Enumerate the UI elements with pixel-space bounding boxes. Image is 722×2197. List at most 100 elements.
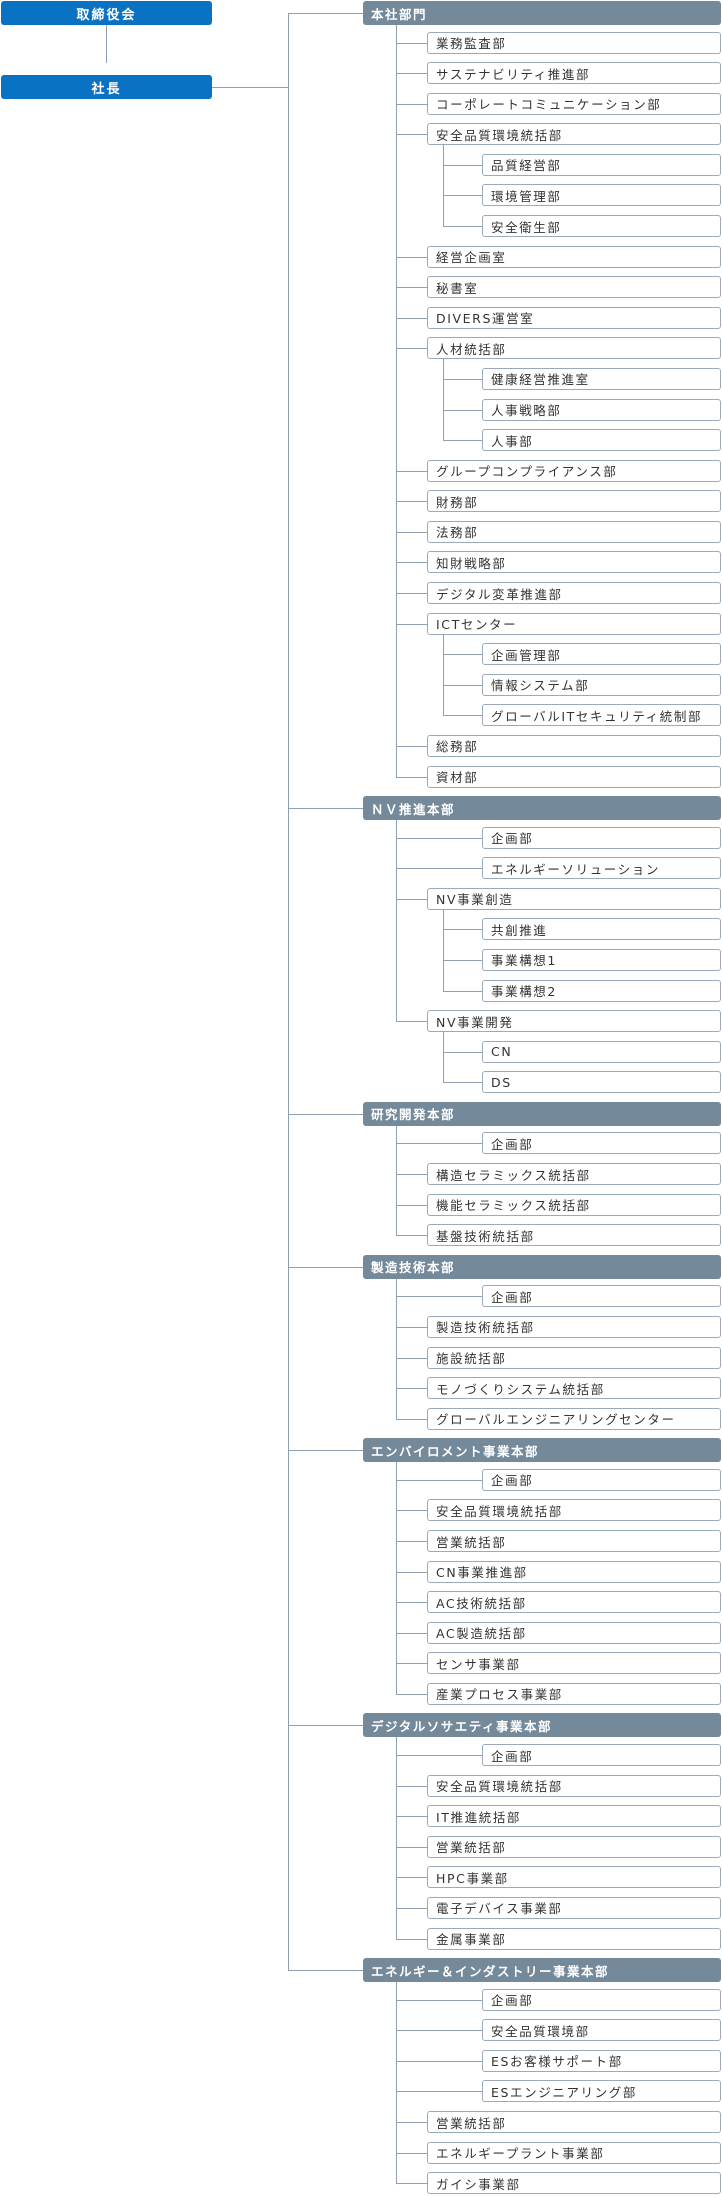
department-box[interactable]: DIVERS運営室 <box>427 306 721 329</box>
department-box[interactable]: 企画部 <box>482 1744 721 1767</box>
department-box[interactable]: HPC事業部 <box>427 1866 721 1889</box>
department-box[interactable]: NV事業創造 <box>427 887 721 910</box>
section-header[interactable]: ＮＶ推進本部 <box>363 796 721 821</box>
department-box[interactable]: 企画部 <box>482 826 721 849</box>
sub-department-box[interactable]: 共創推進 <box>482 918 721 941</box>
branch-connector <box>396 623 427 625</box>
department-box[interactable]: 企画部 <box>482 1132 721 1155</box>
section-connector <box>288 1113 363 1115</box>
branch-connector <box>396 1602 427 1604</box>
section-header[interactable]: 本社部門 <box>363 1 721 25</box>
sub-department-box[interactable]: 企画管理部 <box>482 643 721 666</box>
department-box[interactable]: 秘書室 <box>427 276 721 299</box>
sub-department-box[interactable]: 人事部 <box>482 429 721 452</box>
department-box[interactable]: 営業統括部 <box>427 1530 721 1552</box>
department-box[interactable]: 産業プロセス事業部 <box>427 1682 721 1705</box>
department-box[interactable]: 安全品質環境部 <box>482 2019 721 2042</box>
department-box[interactable]: 財務部 <box>427 490 721 513</box>
branch-connector <box>396 1143 482 1145</box>
section-header[interactable]: 製造技術本部 <box>363 1254 721 1279</box>
department-box[interactable]: 営業統括部 <box>427 2111 721 2134</box>
department-box[interactable]: 基盤技術統括部 <box>427 1224 721 1247</box>
sub-department-box[interactable]: 情報システム部 <box>482 673 721 696</box>
department-box[interactable]: 人材統括部 <box>427 337 721 360</box>
sub-trunk-connector <box>443 908 444 991</box>
board-of-directors-box[interactable]: 取締役会 <box>1 1 212 25</box>
department-box[interactable]: ESエンジニアリング部 <box>482 2080 721 2103</box>
branch-connector <box>396 1021 427 1023</box>
department-box[interactable]: 知財戦略部 <box>427 551 721 574</box>
sub-branch-connector <box>443 226 482 228</box>
department-box[interactable]: AC製造統括部 <box>427 1621 721 1644</box>
president-box[interactable]: 社長 <box>1 75 212 99</box>
main-trunk-connector <box>288 13 289 1972</box>
sub-department-box[interactable]: 事業構想2 <box>482 979 721 1002</box>
department-box[interactable]: デジタル変革推進部 <box>427 582 721 605</box>
department-box[interactable]: 機能セラミックス統括部 <box>427 1193 721 1216</box>
sub-trunk-connector <box>443 633 444 716</box>
branch-connector <box>396 1907 427 1909</box>
department-box[interactable]: 企画部 <box>482 1988 721 2011</box>
department-box[interactable]: 総務部 <box>427 734 721 757</box>
branch-connector <box>396 1816 427 1818</box>
sub-department-box[interactable]: DS <box>482 1071 721 1094</box>
section-header[interactable]: デジタルソサエティ事業本部 <box>363 1713 721 1738</box>
department-box[interactable]: エネルギーソリューション <box>482 857 721 880</box>
branch-connector <box>396 745 427 747</box>
section-header[interactable]: エンバイロメント事業本部 <box>363 1438 721 1463</box>
department-box[interactable]: IT推進統括部 <box>427 1805 721 1828</box>
sub-department-box[interactable]: 品質経営部 <box>482 153 721 176</box>
department-box[interactable]: センサ事業部 <box>427 1652 721 1675</box>
department-box[interactable]: モノづくりシステム統括部 <box>427 1377 721 1400</box>
department-box[interactable]: ESお客様サポート部 <box>482 2049 721 2072</box>
department-box[interactable]: ICTセンター <box>427 612 721 635</box>
sub-department-box[interactable]: 安全衛生部 <box>482 215 721 238</box>
department-box[interactable]: 製造技術統括部 <box>427 1315 721 1338</box>
department-box[interactable]: 金属事業部 <box>427 1927 721 1950</box>
department-box[interactable]: 構造セラミックス統括部 <box>427 1163 721 1186</box>
branch-connector <box>396 2183 427 2185</box>
department-box[interactable]: コーポレートコミュニケーション部 <box>427 92 721 115</box>
branch-connector <box>396 1571 427 1573</box>
sub-branch-connector <box>443 409 482 411</box>
department-box[interactable]: サステナビリティ推進部 <box>427 62 721 85</box>
department-box[interactable]: 安全品質環境統括部 <box>427 1774 721 1797</box>
department-box[interactable]: 安全品質環境統括部 <box>427 123 721 146</box>
branch-connector <box>396 1663 427 1665</box>
sub-department-box[interactable]: CN <box>482 1040 721 1063</box>
section-header[interactable]: エネルギー＆インダストリー事業本部 <box>363 1958 721 1983</box>
department-box[interactable]: 資材部 <box>427 765 721 788</box>
branch-connector <box>396 1510 427 1512</box>
branch-connector <box>396 42 427 44</box>
department-box[interactable]: 企画部 <box>482 1285 721 1308</box>
branch-connector <box>396 1388 427 1390</box>
department-box[interactable]: 業務監査部 <box>427 31 721 54</box>
department-box[interactable]: グローバルエンジニアリングセンター <box>427 1407 721 1430</box>
department-box[interactable]: エネルギープラント事業部 <box>427 2141 721 2164</box>
branch-connector <box>396 531 427 533</box>
branch-connector <box>396 868 482 870</box>
department-box[interactable]: 安全品質環境統括部 <box>427 1499 721 1522</box>
department-box[interactable]: ガイシ事業部 <box>427 2172 721 2195</box>
branch-connector <box>396 256 427 258</box>
department-box[interactable]: 営業統括部 <box>427 1835 721 1858</box>
department-box[interactable]: AC技術統括部 <box>427 1591 721 1614</box>
department-box[interactable]: 法務部 <box>427 520 721 543</box>
sub-department-box[interactable]: 健康経営推進室 <box>482 367 721 390</box>
department-box[interactable]: グループコンプライアンス部 <box>427 459 721 482</box>
department-box[interactable]: 電子デバイス事業部 <box>427 1896 721 1919</box>
department-box[interactable]: 経営企画室 <box>427 245 721 268</box>
department-box[interactable]: NV事業開発 <box>427 1010 721 1033</box>
branch-connector <box>396 501 427 503</box>
department-box[interactable]: 企画部 <box>482 1468 721 1491</box>
branch-connector <box>396 317 427 319</box>
department-box[interactable]: 施設統括部 <box>427 1346 721 1369</box>
branch-connector <box>396 1877 427 1879</box>
section-header[interactable]: 研究開発本部 <box>363 1101 721 1126</box>
sub-branch-connector <box>443 959 482 961</box>
sub-department-box[interactable]: 人事戦略部 <box>482 398 721 421</box>
sub-department-box[interactable]: グローバルITセキュリティ統制部 <box>482 704 721 727</box>
sub-department-box[interactable]: 事業構想1 <box>482 948 721 971</box>
department-box[interactable]: CN事業推進部 <box>427 1560 721 1583</box>
sub-department-box[interactable]: 環境管理部 <box>482 184 721 207</box>
